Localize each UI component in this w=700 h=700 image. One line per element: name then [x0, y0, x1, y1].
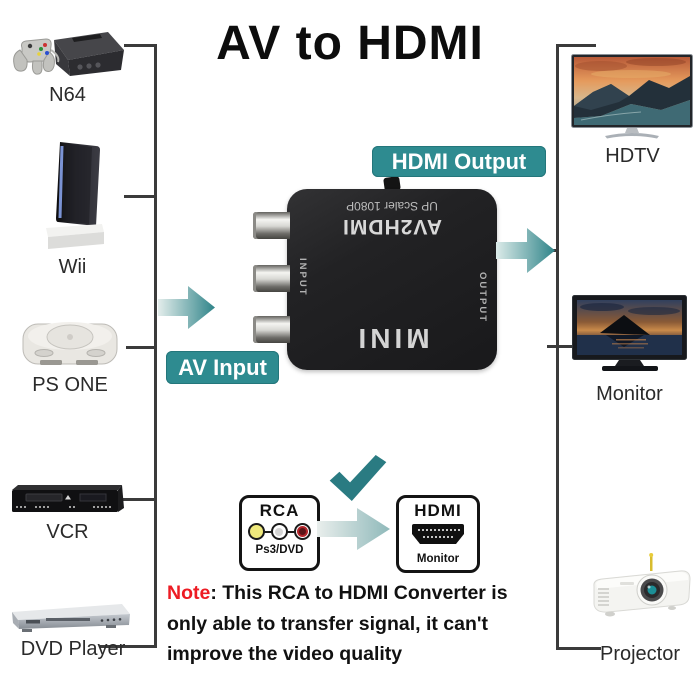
rca-plug-icon — [253, 265, 290, 292]
source-label-psone: PS ONE — [32, 374, 108, 396]
right-tick-projector — [556, 647, 601, 650]
output-label-monitor: Monitor — [596, 383, 663, 405]
source-label-wii: Wii — [58, 256, 87, 278]
rca-jack-red-icon — [293, 523, 311, 540]
converter-print: AV2HDMI UP Scaler 1080P — [287, 198, 497, 239]
rca-plug-icon — [253, 212, 290, 239]
converter-box: AV2HDMI UP Scaler 1080P MINI — [287, 189, 497, 370]
wii-icon — [34, 138, 116, 253]
converter-model-text: AV2HDMI — [342, 215, 442, 238]
rca-title: RCA — [259, 501, 300, 520]
projector-icon — [580, 552, 695, 632]
hdmi-connector-badge: HDMI Monitor — [396, 495, 480, 573]
rca-connector-badge: RCA Ps3/DVD — [239, 495, 320, 571]
note-body: : This RCA to HDMI Converter is only abl… — [167, 582, 508, 665]
rca-jack-yellow-icon — [247, 523, 265, 540]
source-label-dvd: DVD Player — [20, 638, 126, 660]
source-label-vcr: VCR — [46, 521, 89, 543]
converter-input-label: INPUT — [297, 258, 308, 297]
rca-subtitle: Ps3/DVD — [255, 544, 304, 556]
psone-icon — [20, 312, 120, 372]
converter-output-label: OUTPUT — [477, 272, 488, 324]
output-label-projector: Projector — [599, 643, 681, 665]
note-text: Note: This RCA to HDMI Converter is only… — [167, 578, 529, 670]
vcr-icon — [6, 482, 126, 520]
hdmi-subtitle: Monitor — [416, 553, 460, 565]
left-tick-wii — [124, 195, 154, 198]
rca-jack-white-icon — [270, 523, 288, 540]
av-input-badge: AV Input — [166, 351, 279, 384]
hdmi-plug-icon — [411, 523, 465, 550]
right-tick-hdtv — [556, 44, 596, 47]
dvd-player-icon — [4, 598, 136, 634]
output-arrow-icon — [496, 226, 556, 275]
rca-plug-icon — [253, 316, 290, 343]
left-tick-vcr — [122, 498, 154, 501]
page-title: AV to HDMI — [216, 17, 484, 70]
note-label: Note — [167, 582, 211, 604]
rca-jacks-icon — [247, 523, 312, 541]
source-label-n64: N64 — [49, 84, 86, 106]
n64-icon — [6, 28, 126, 86]
convert-arrow-icon — [317, 506, 391, 552]
left-tick-psone — [126, 346, 154, 349]
hdtv-icon — [571, 54, 693, 146]
left-connector-line — [154, 44, 157, 648]
hdmi-title: HDMI — [414, 501, 462, 520]
converter-feature-text: UP Scaler 1080P — [346, 199, 438, 213]
output-label-hdtv: HDTV — [605, 145, 660, 167]
left-tick-dvd — [100, 645, 157, 648]
hdmi-output-badge: HDMI Output — [372, 146, 546, 177]
converter-brand-text: MINI — [354, 323, 430, 354]
left-tick-n64 — [124, 44, 154, 47]
right-tick-monitor — [547, 345, 578, 348]
input-arrow-icon — [158, 284, 216, 331]
checkmark-icon — [328, 455, 388, 501]
monitor-icon — [572, 295, 687, 383]
